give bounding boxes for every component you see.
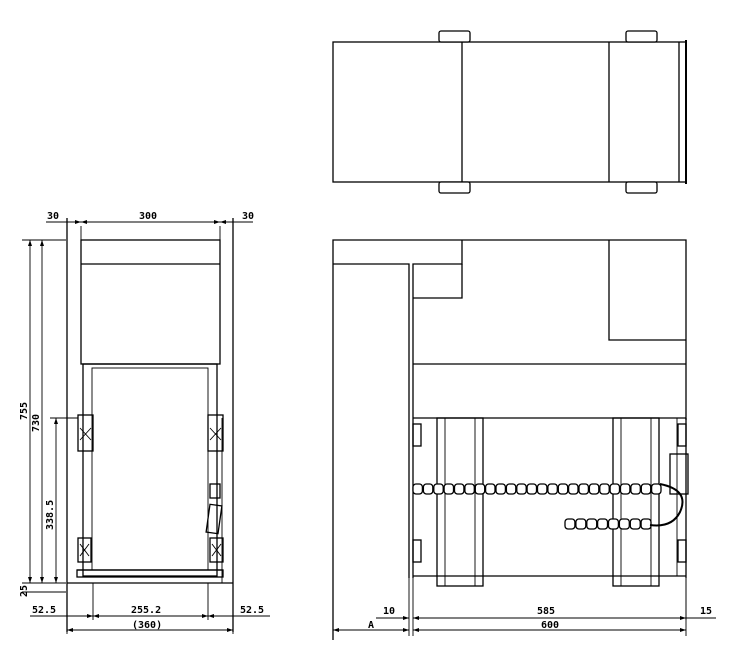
chain-link [536,483,548,495]
side-left-step [333,263,410,578]
dim-front-height-inner: 730 [31,414,42,432]
front-chain-clip [209,483,221,499]
side-pad-right-bottom [677,539,687,563]
side-left-step-inner [412,240,463,578]
chain-link [567,483,579,495]
front-bearing-left-top [77,414,94,452]
chain-link [578,483,590,495]
top-view-bearing-top-left [438,30,471,43]
front-rail [76,569,224,578]
chain-link [630,483,641,495]
chain-link [422,483,434,495]
side-pad-right-top [677,423,687,447]
front-carriage-inner [91,367,209,571]
chain-link [588,483,600,495]
chain-link [495,483,507,495]
chain-link [586,518,598,530]
chain-link [464,483,475,495]
dim-front-height-total: 755 [19,402,30,420]
chain-link [599,483,610,495]
top-view-body [332,41,687,183]
side-pad-left-top [412,423,422,447]
chain-link [575,518,587,530]
dim-front-bottom-small: 25 [19,585,30,597]
side-dimensions [333,578,716,636]
chain-link [474,483,486,495]
chain-link [547,483,558,495]
dim-front-top-right: 30 [242,211,254,222]
chain-link [443,483,455,495]
chain-link [505,483,517,495]
chain-link [640,483,652,495]
front-view [66,218,234,632]
chain-link [596,518,609,530]
dim-front-bottom-right: 52.5 [240,605,264,616]
dim-front-height-lower: 338.5 [45,500,56,530]
chain-link [629,518,641,530]
top-view-bearing-bottom-left [438,181,471,194]
side-right-pocket [608,240,686,341]
front-bearing-right-bottom [209,537,224,563]
front-chain-block [205,503,223,535]
top-view [332,30,687,194]
chain-link [412,483,424,495]
chain-link [433,483,444,495]
chain-link [453,483,465,495]
chain-link [564,518,576,530]
top-view-bearing-top-right [625,30,658,43]
side-pad-left-bottom [412,539,422,563]
chain-link [618,518,630,530]
chain-link [607,518,620,530]
dim-side-left-offset: 10 [383,606,395,617]
chain-link [609,483,621,495]
front-dimensions [22,218,270,634]
front-bearing-left-bottom [77,537,92,563]
front-upper-block [80,239,221,365]
chain-link [650,483,662,495]
side-view [332,239,689,640]
dim-front-top-left: 30 [47,211,59,222]
cable-chain-bend [649,483,684,527]
dim-side-right-offset: 15 [700,606,712,617]
chain-link [557,483,569,495]
dim-front-bottom-left: 52.5 [32,605,56,616]
dim-front-top-middle: 300 [139,211,157,222]
dim-front-bottom-middle: 255.2 [131,605,161,616]
front-bearing-right-top [207,414,224,452]
chain-link [619,483,631,495]
side-left-pocket [413,264,463,299]
chain-link [640,518,652,530]
chain-link [526,483,538,495]
cable-chain-lower [564,518,652,530]
chain-link [484,483,496,495]
chain-link [516,483,527,495]
side-carriage-left [436,417,484,587]
side-carriage-right [612,417,660,587]
dim-side-variable: A [368,620,374,631]
front-carriage-outer [82,363,218,577]
side-body-outline [332,239,687,640]
dim-front-bottom-overall: (360) [132,620,162,631]
top-view-bearing-bottom-right [625,181,658,194]
cable-chain-upper [412,483,662,495]
dim-side-inner-length: 585 [537,606,555,617]
dim-side-overall-length: 600 [541,620,559,631]
